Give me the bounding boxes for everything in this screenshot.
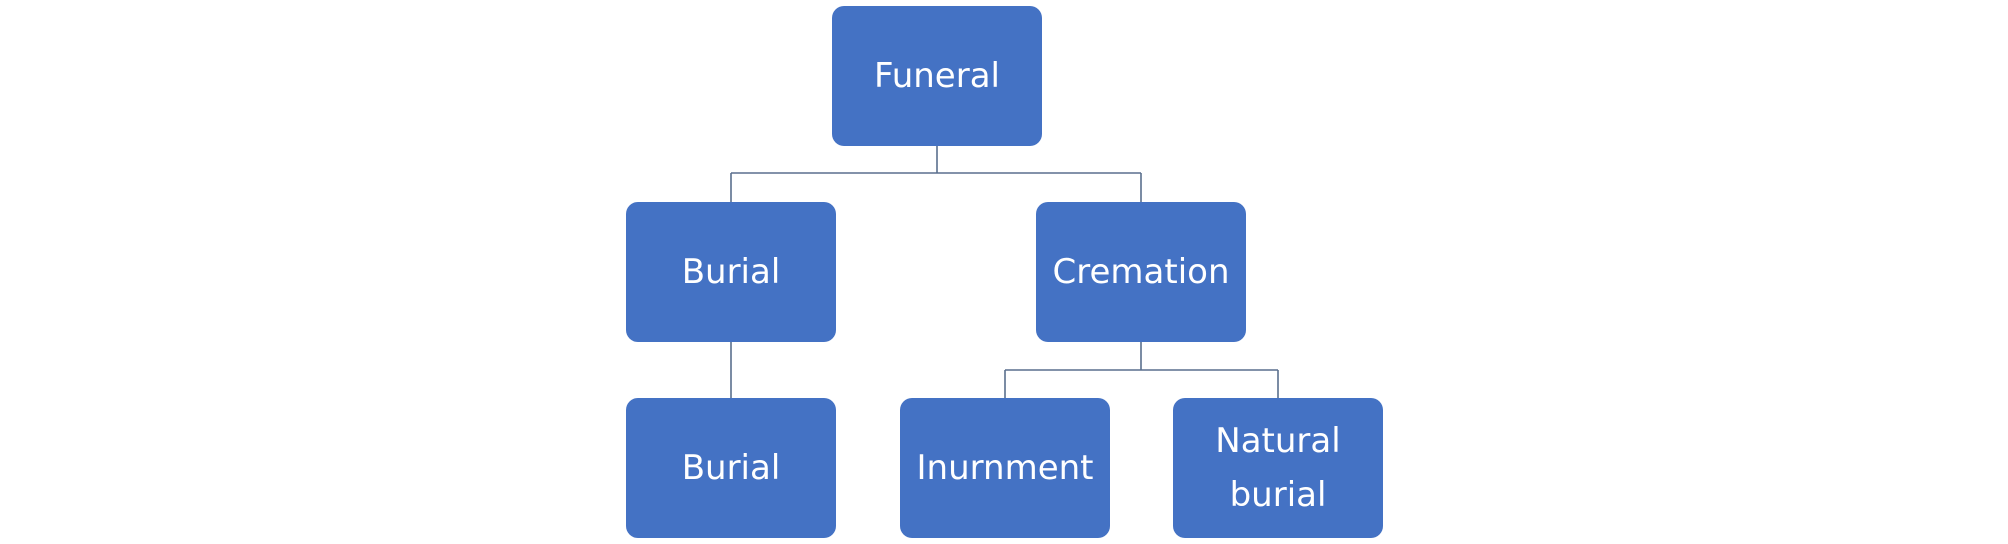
node-inurnment: Inurnment — [900, 398, 1110, 538]
node-burial-child: Burial — [626, 398, 836, 538]
node-natural-burial: Natural burial — [1173, 398, 1383, 538]
node-burial-child-label: Burial — [681, 447, 781, 488]
node-cremation-label: Cremation — [1052, 251, 1230, 292]
node-funeral: Funeral — [832, 6, 1042, 146]
node-burial-label: Burial — [681, 251, 781, 292]
node-burial: Burial — [626, 202, 836, 342]
node-funeral-label: Funeral — [874, 55, 1000, 96]
node-inurnment-label: Inurnment — [916, 447, 1094, 488]
node-cremation: Cremation — [1036, 202, 1246, 342]
node-natural-burial-label: Natural burial — [1215, 420, 1341, 515]
